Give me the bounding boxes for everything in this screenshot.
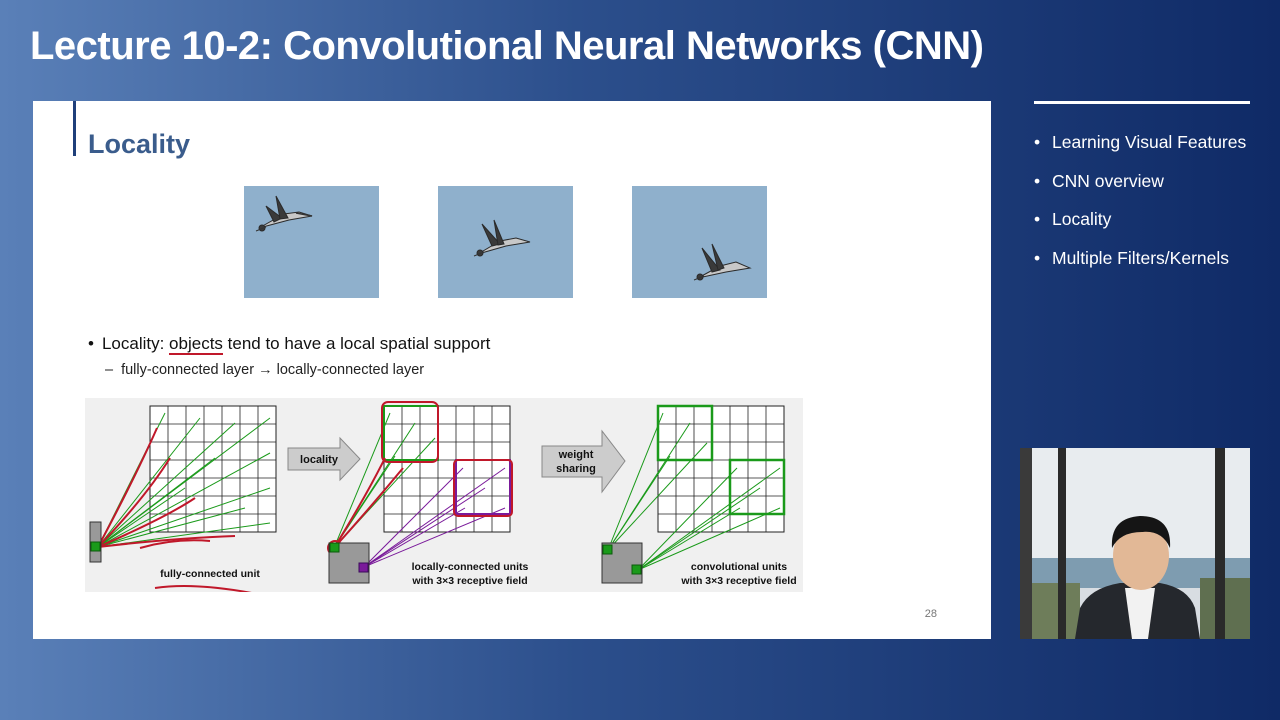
sub-bullet-text: fully-connected layer → locally-connecte… bbox=[121, 362, 425, 378]
bird-photo bbox=[438, 186, 573, 298]
caption-locally-connected-1: locally-connected units bbox=[412, 561, 529, 573]
toc-item[interactable]: •CNN overview bbox=[1034, 170, 1164, 191]
toc-item[interactable]: •Locality bbox=[1034, 209, 1112, 229]
bird-photo-row bbox=[244, 186, 768, 298]
slide-title: Locality bbox=[88, 129, 191, 159]
toc-item-label: Locality bbox=[1052, 209, 1112, 229]
arrow-right-icon: locality bbox=[287, 436, 361, 482]
speaker-webcam bbox=[1020, 448, 1250, 639]
bullet-dot: • bbox=[88, 334, 94, 353]
caption-fully-connected: fully-connected unit bbox=[160, 568, 260, 580]
bullet-underlined-word: objects bbox=[169, 334, 223, 355]
locality-diagram: fully-connected unit locality bbox=[85, 398, 803, 592]
arrow-right-icon: weight sharing bbox=[541, 429, 626, 494]
arrow-weight-label-2: sharing bbox=[556, 463, 596, 475]
page-number: 28 bbox=[924, 608, 937, 620]
toc-item[interactable]: •Multiple Filters/Kernels bbox=[1034, 247, 1229, 268]
bird-photo bbox=[632, 186, 767, 298]
grid-fully-connected: fully-connected unit bbox=[89, 405, 277, 592]
toc-item-label: CNN overview bbox=[1052, 170, 1164, 191]
slide: Locality bbox=[33, 101, 991, 639]
grid-convolutional: convolutional units with 3×3 receptive f… bbox=[601, 404, 797, 587]
toc-item-label: Learning Visual Features bbox=[1052, 132, 1247, 152]
grid-locally-connected: locally-connected units with 3×3 recepti… bbox=[327, 401, 529, 587]
lecture-title: Lecture 10-2: Convolutional Neural Netwo… bbox=[30, 24, 984, 68]
sub-bullet-dash: – bbox=[105, 362, 114, 378]
caption-convolutional-2: with 3×3 receptive field bbox=[680, 575, 796, 587]
bullet-prefix: Locality: bbox=[101, 334, 170, 353]
arrow-locality-label: locality bbox=[300, 454, 339, 466]
caption-convolutional-1: convolutional units bbox=[691, 561, 787, 573]
bullet-locality: • Locality: objects tend to have a local … bbox=[88, 334, 491, 355]
arrow-weight-label-1: weight bbox=[558, 449, 594, 461]
toc-list: •Learning Visual Features •CNN overview … bbox=[1034, 132, 1246, 286]
toc-item-label: Multiple Filters/Kernels bbox=[1052, 247, 1229, 268]
sub-bullet: –fully-connected layer → locally-connect… bbox=[105, 362, 424, 378]
caption-locally-connected-2: with 3×3 receptive field bbox=[411, 575, 527, 587]
toc-item[interactable]: •Learning Visual Features bbox=[1034, 132, 1247, 152]
slide-accent-bar bbox=[73, 101, 76, 156]
toc-divider bbox=[1034, 101, 1250, 104]
bullet-rest: tend to have a local spatial support bbox=[222, 334, 491, 353]
bird-photo bbox=[244, 186, 379, 298]
